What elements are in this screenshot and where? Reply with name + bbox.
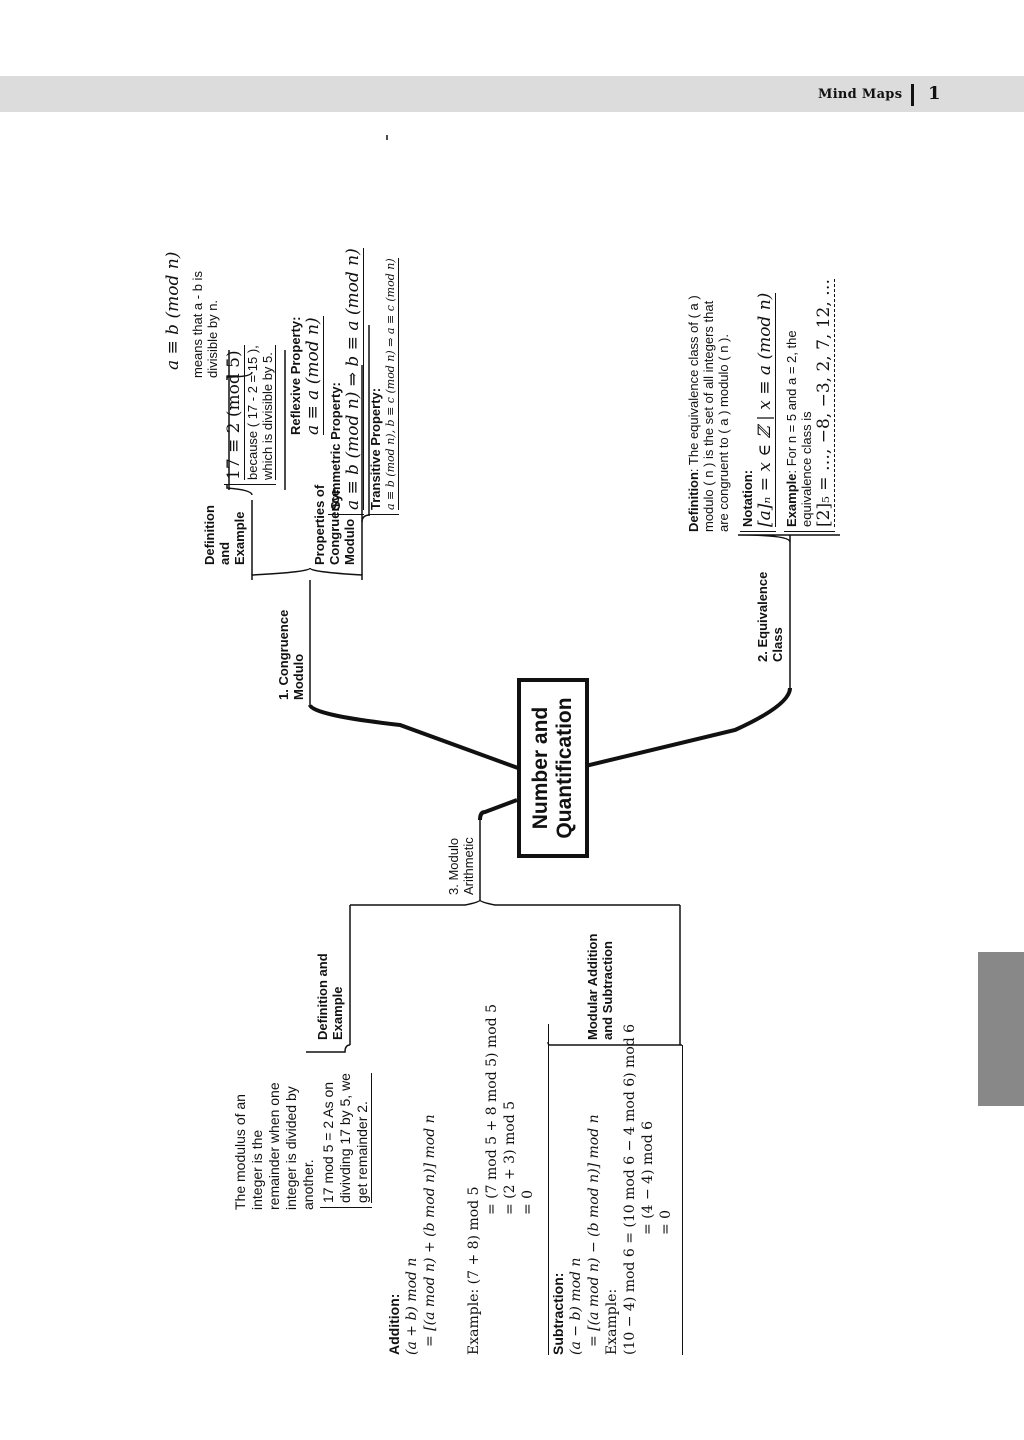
congruence-example-box: 17 ≡ 2 (mod 5) because ( 17 - 2 = 15 ), … (224, 345, 276, 485)
bracket-equivalence (737, 534, 840, 543)
text-line: integer is the (249, 1129, 265, 1210)
bracket-mod-definition (306, 1044, 351, 1053)
addition-line: = [(a mod n) + (b mod n)] mod n (422, 1114, 438, 1347)
example-formula: [2]₅ = …, −8, −3, 2, 7, 12, … (814, 278, 835, 527)
subtraction-example-label: Example: (604, 1288, 620, 1355)
branch-modulo-label-line2: Arithmetic (461, 837, 476, 895)
branch-equivalence-label[interactable]: 2. Equivalence Class (755, 572, 785, 662)
reflexive-formula: a ≡ a (mod n) (303, 316, 324, 435)
branch-congruence-label-line1: 1. Congruence (276, 609, 291, 700)
notation-formula: [a]ₙ = x ∈ ℤ | x ≡ a (mod n) (755, 292, 776, 527)
subtraction-example-line: = (4 − 4) mod 6 (640, 1120, 656, 1235)
bracket-mod-addsub (547, 1041, 682, 1046)
example-line: 17 mod 5 = 2 As on (320, 1081, 336, 1203)
bracket-definition (226, 371, 253, 496)
example-text: : For n = 5 and a = 2, the (784, 330, 799, 474)
bracket-modulo (350, 899, 680, 906)
header-bar (0, 76, 1024, 112)
root-label-line2: Quantification (553, 697, 576, 839)
transitive-title: Transitive Property: (368, 387, 383, 510)
text-line: integer is divided by (283, 1086, 299, 1210)
symmetric-title: Symmetric Property: (328, 382, 343, 510)
congruence-formula: a ≡ b (mod n) (163, 251, 183, 370)
definition-text: are congruent to ( a ) modulo ( n ). (716, 334, 731, 532)
text-line: remainder when one (266, 1082, 282, 1210)
modulo-definition-text: The modulus of an integer is the remaind… (232, 1082, 317, 1210)
label-line: Definition and (315, 953, 330, 1040)
text-line: The modulus of an (232, 1094, 248, 1210)
symmetric-formula: a ≡ b (mod n) ⇒ b ≡ a (mod n) (343, 248, 364, 510)
example-line: Example: (7 + 8) mod 5 (466, 1186, 482, 1355)
root-node[interactable]: Number and Quantification (517, 678, 589, 858)
reflexive-title: Reflexive Property: (288, 316, 303, 436)
definition-box-top (228, 350, 286, 490)
example-line: because ( 17 - 2 = 15 ), (245, 345, 260, 480)
example-text: equivalence class is (799, 411, 814, 527)
reflexive-property: Reflexive Property: a ≡ a (mod n) (288, 316, 324, 436)
label-line: Example (330, 986, 345, 1040)
definition-text: modulo ( n ) is the set of all integers … (701, 300, 716, 532)
label-line: and (217, 541, 232, 565)
connector-root-congruence (210, 700, 330, 846)
branch-modulo-label[interactable]: 3. Modulo Arithmetic (446, 837, 476, 895)
subtraction-line: = [(a mod n) − (b mod n)] mod n (586, 1114, 602, 1347)
header-divider (911, 84, 914, 106)
connector-root-modulo-thick (478, 798, 518, 821)
bracket-congruence (251, 567, 363, 580)
label-line: Example (232, 511, 247, 565)
addition-example: Example: (7 + 8) mod 5 = (7 mod 5 + 8 mo… (465, 1004, 537, 1355)
connector-root-equivalence-thick (576, 687, 792, 770)
properties-box (361, 135, 388, 523)
subtraction-title: Subtraction: (550, 1272, 566, 1355)
chapter-side-tab (978, 952, 1024, 1106)
congruence-definition-label[interactable]: Definition and Example (202, 505, 247, 565)
text-line: means that a - b is (190, 271, 205, 378)
definition-bold: Definition (686, 472, 701, 532)
equivalence-example: Example: For n = 5 and a = 2, the equiva… (784, 278, 835, 532)
root-label-line1: Number and (529, 706, 552, 830)
branch-equivalence-label-line1: 2. Equivalence (755, 571, 770, 662)
transitive-formula: a ≡ b (mod n), b ≡ c (mod n) ⇒ a ≡ c (mo… (383, 258, 399, 510)
congruence-definition-text: means that a - b is divisible by n. (190, 271, 220, 378)
transitive-property: Transitive Property: a ≡ b (mod n), b ≡ … (368, 258, 399, 515)
label-line: Definition (202, 505, 217, 565)
modulo-definition-label[interactable]: Definition and Example (315, 953, 345, 1040)
text-line: another. (300, 1159, 316, 1210)
modulo-definition-example: 17 mod 5 = 2 As on divivding 17 by 5, we… (320, 1073, 372, 1208)
subtraction-block: Subtraction: (a − b) mod n = [(a mod n) … (548, 1023, 675, 1355)
equivalence-definition: Definition: The equivalence class of ( a… (686, 295, 731, 532)
subtraction-line: (a − b) mod n (568, 1257, 584, 1355)
branch-equivalence-label-line2: Class (770, 627, 785, 662)
example-bold: Example (784, 473, 799, 527)
subtraction-example-line: (10 − 4) mod 6 = (10 mod 6 − 4 mod 6) mo… (622, 1023, 638, 1355)
example-line: divivding 17 by 5, we (337, 1073, 353, 1203)
branch-congruence-label-line2: Modulo (291, 653, 306, 700)
example-line: = 0 (520, 1189, 536, 1215)
example-line: = (2 + 3) mod 5 (502, 1100, 518, 1215)
example-formula: 17 ≡ 2 (mod 5) (224, 345, 245, 480)
addition-line: (a + b) mod n (404, 1257, 420, 1355)
label-line: Properties of (312, 484, 327, 565)
example-line: get remainder 2. (354, 1073, 372, 1203)
subtraction-example-line: = 0 (658, 1209, 674, 1235)
addition-title: Addition: (386, 1293, 402, 1355)
text-line: divisible by n. (205, 299, 220, 378)
page-number: 1 (928, 83, 941, 104)
symmetric-property: Symmetric Property: a ≡ b (mod n) ⇒ b ≡ … (328, 248, 364, 515)
branch-modulo-label-line1: 3. Modulo (446, 837, 461, 895)
notation-title: Notation: (740, 469, 755, 527)
header-title: Mind Maps (818, 87, 903, 102)
equivalence-notation: Notation: [a]ₙ = x ∈ ℤ | x ≡ a (mod n) (740, 292, 776, 532)
subtraction-box-bottom (682, 1045, 683, 1355)
connector-root-congruence-thick (308, 703, 519, 770)
addition-block: Addition: (a + b) mod n = [(a mod n) + (… (385, 1114, 439, 1355)
example-line: = (7 mod 5 + 8 mod 5) mod 5 (484, 1004, 500, 1215)
example-line: which is divisible by 5. (260, 345, 276, 480)
definition-text: : The equivalence class of ( a ) (686, 295, 701, 473)
branch-congruence-label[interactable]: 1. Congruence Modulo (276, 610, 306, 700)
